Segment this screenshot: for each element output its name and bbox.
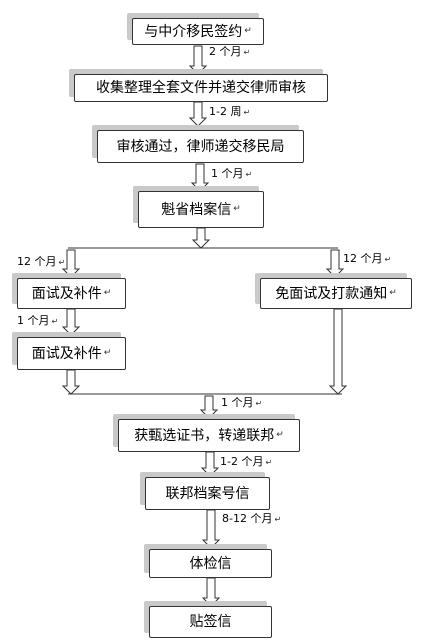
arrow-11 bbox=[201, 577, 221, 607]
step-label: 面试及补件 bbox=[31, 285, 102, 302]
arrow-1 bbox=[188, 45, 208, 75]
arrow-7b bbox=[328, 308, 348, 395]
paragraph-mark-icon: ↵ bbox=[243, 108, 251, 117]
duration-label-4a: 12 个月↵ bbox=[17, 255, 66, 268]
arrow-6 bbox=[61, 308, 81, 336]
paragraph-mark-icon: ↵ bbox=[245, 170, 253, 179]
step-label: 获甄选证书，转递联邦 bbox=[134, 427, 275, 444]
duration-label-6: 1 个月↵ bbox=[221, 396, 263, 409]
paragraph-mark-icon: ↵ bbox=[51, 317, 59, 326]
step-label: 与中介移民签约 bbox=[144, 23, 243, 40]
arrow-8 bbox=[199, 395, 219, 419]
paragraph-mark-icon: ↵ bbox=[243, 48, 251, 57]
duration-label-2: 1-2 周↵ bbox=[209, 105, 251, 118]
step-medical-letter: 体检信 bbox=[149, 549, 272, 578]
step-csq-certificate: 获甄选证书，转递联邦↵ bbox=[118, 419, 300, 452]
duration-label-7: 1-2 个月↵ bbox=[220, 455, 273, 468]
paragraph-mark-icon: ↵ bbox=[58, 258, 66, 267]
step-label: 联邦档案号信 bbox=[165, 485, 250, 502]
step-quebec-file-letter: 魁省档案信↵ bbox=[138, 191, 264, 228]
paragraph-mark-icon: ↵ bbox=[103, 288, 112, 298]
step-label: 面试及补件 bbox=[31, 345, 102, 362]
step-interview-documents-2: 面试及补件↵ bbox=[17, 337, 126, 370]
paragraph-mark-icon: ↵ bbox=[389, 288, 397, 298]
step-label: 体检信 bbox=[189, 555, 232, 572]
arrow-4 bbox=[191, 227, 211, 249]
arrow-5b bbox=[325, 249, 345, 278]
step-label: 贴签信 bbox=[189, 614, 232, 630]
paragraph-mark-icon: ↵ bbox=[233, 204, 241, 214]
step-interview-documents-1: 面试及补件↵ bbox=[17, 278, 126, 309]
step-label: 审核通过，律师递交移民局 bbox=[116, 138, 285, 155]
step-collect-documents: 收集整理全套文件并递交律师审核 bbox=[74, 74, 328, 102]
step-label: 免面试及打款通知 bbox=[275, 285, 388, 302]
step-label: 魁省档案信 bbox=[161, 201, 232, 218]
paragraph-mark-icon: ↵ bbox=[103, 348, 112, 358]
arrow-5a bbox=[61, 249, 81, 278]
paragraph-mark-icon: ↵ bbox=[255, 399, 263, 408]
step-no-interview-payment: 免面试及打款通知↵ bbox=[260, 278, 412, 309]
duration-label-3: 1 个月↵ bbox=[211, 167, 253, 180]
arrow-7a bbox=[61, 369, 81, 395]
duration-label-4b: 12 个月↵ bbox=[343, 252, 392, 265]
duration-label-8: 8-12 个月↵ bbox=[222, 512, 282, 525]
step-visa-letter: 贴签信 bbox=[149, 606, 272, 638]
paragraph-mark-icon: ↵ bbox=[276, 430, 284, 440]
duration-label-1: 2 个月↵ bbox=[209, 45, 251, 58]
paragraph-mark-icon: ↵ bbox=[265, 458, 273, 467]
step-label: 收集整理全套文件并递交律师审核 bbox=[96, 80, 306, 96]
step-sign-with-agency: 与中介移民签约↵ bbox=[132, 18, 264, 45]
paragraph-mark-icon: ↵ bbox=[244, 26, 252, 36]
duration-label-5: 1 个月↵ bbox=[17, 314, 59, 327]
arrow-9 bbox=[200, 451, 220, 477]
arrow-10 bbox=[201, 509, 221, 549]
step-federal-file-number: 联邦档案号信 bbox=[145, 477, 270, 510]
paragraph-mark-icon: ↵ bbox=[384, 255, 392, 264]
arrow-3 bbox=[190, 163, 210, 192]
arrow-2 bbox=[188, 101, 208, 127]
paragraph-mark-icon: ↵ bbox=[274, 515, 282, 524]
step-review-passed: 审核通过，律师递交移民局 bbox=[97, 130, 304, 163]
